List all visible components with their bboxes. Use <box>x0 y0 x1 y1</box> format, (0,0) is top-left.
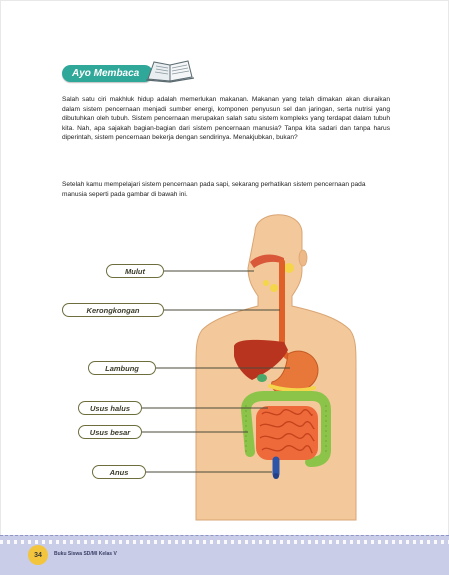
label-usus-halus: Usus halus <box>78 401 142 415</box>
book-title: Buku Siswa SD/MI Kelas V <box>54 551 117 557</box>
label-kerongkongan: Kerongkongan <box>62 303 164 317</box>
salivary-gland <box>284 263 294 273</box>
label-anus: Anus <box>92 465 146 479</box>
label-mulut: Mulut <box>106 264 164 278</box>
footer-decoration <box>0 540 449 544</box>
label-lambung: Lambung <box>88 361 156 375</box>
small-intestine <box>256 406 318 460</box>
page-number-badge: 34 <box>28 545 48 565</box>
label-usus-besar: Usus besar <box>78 425 142 439</box>
